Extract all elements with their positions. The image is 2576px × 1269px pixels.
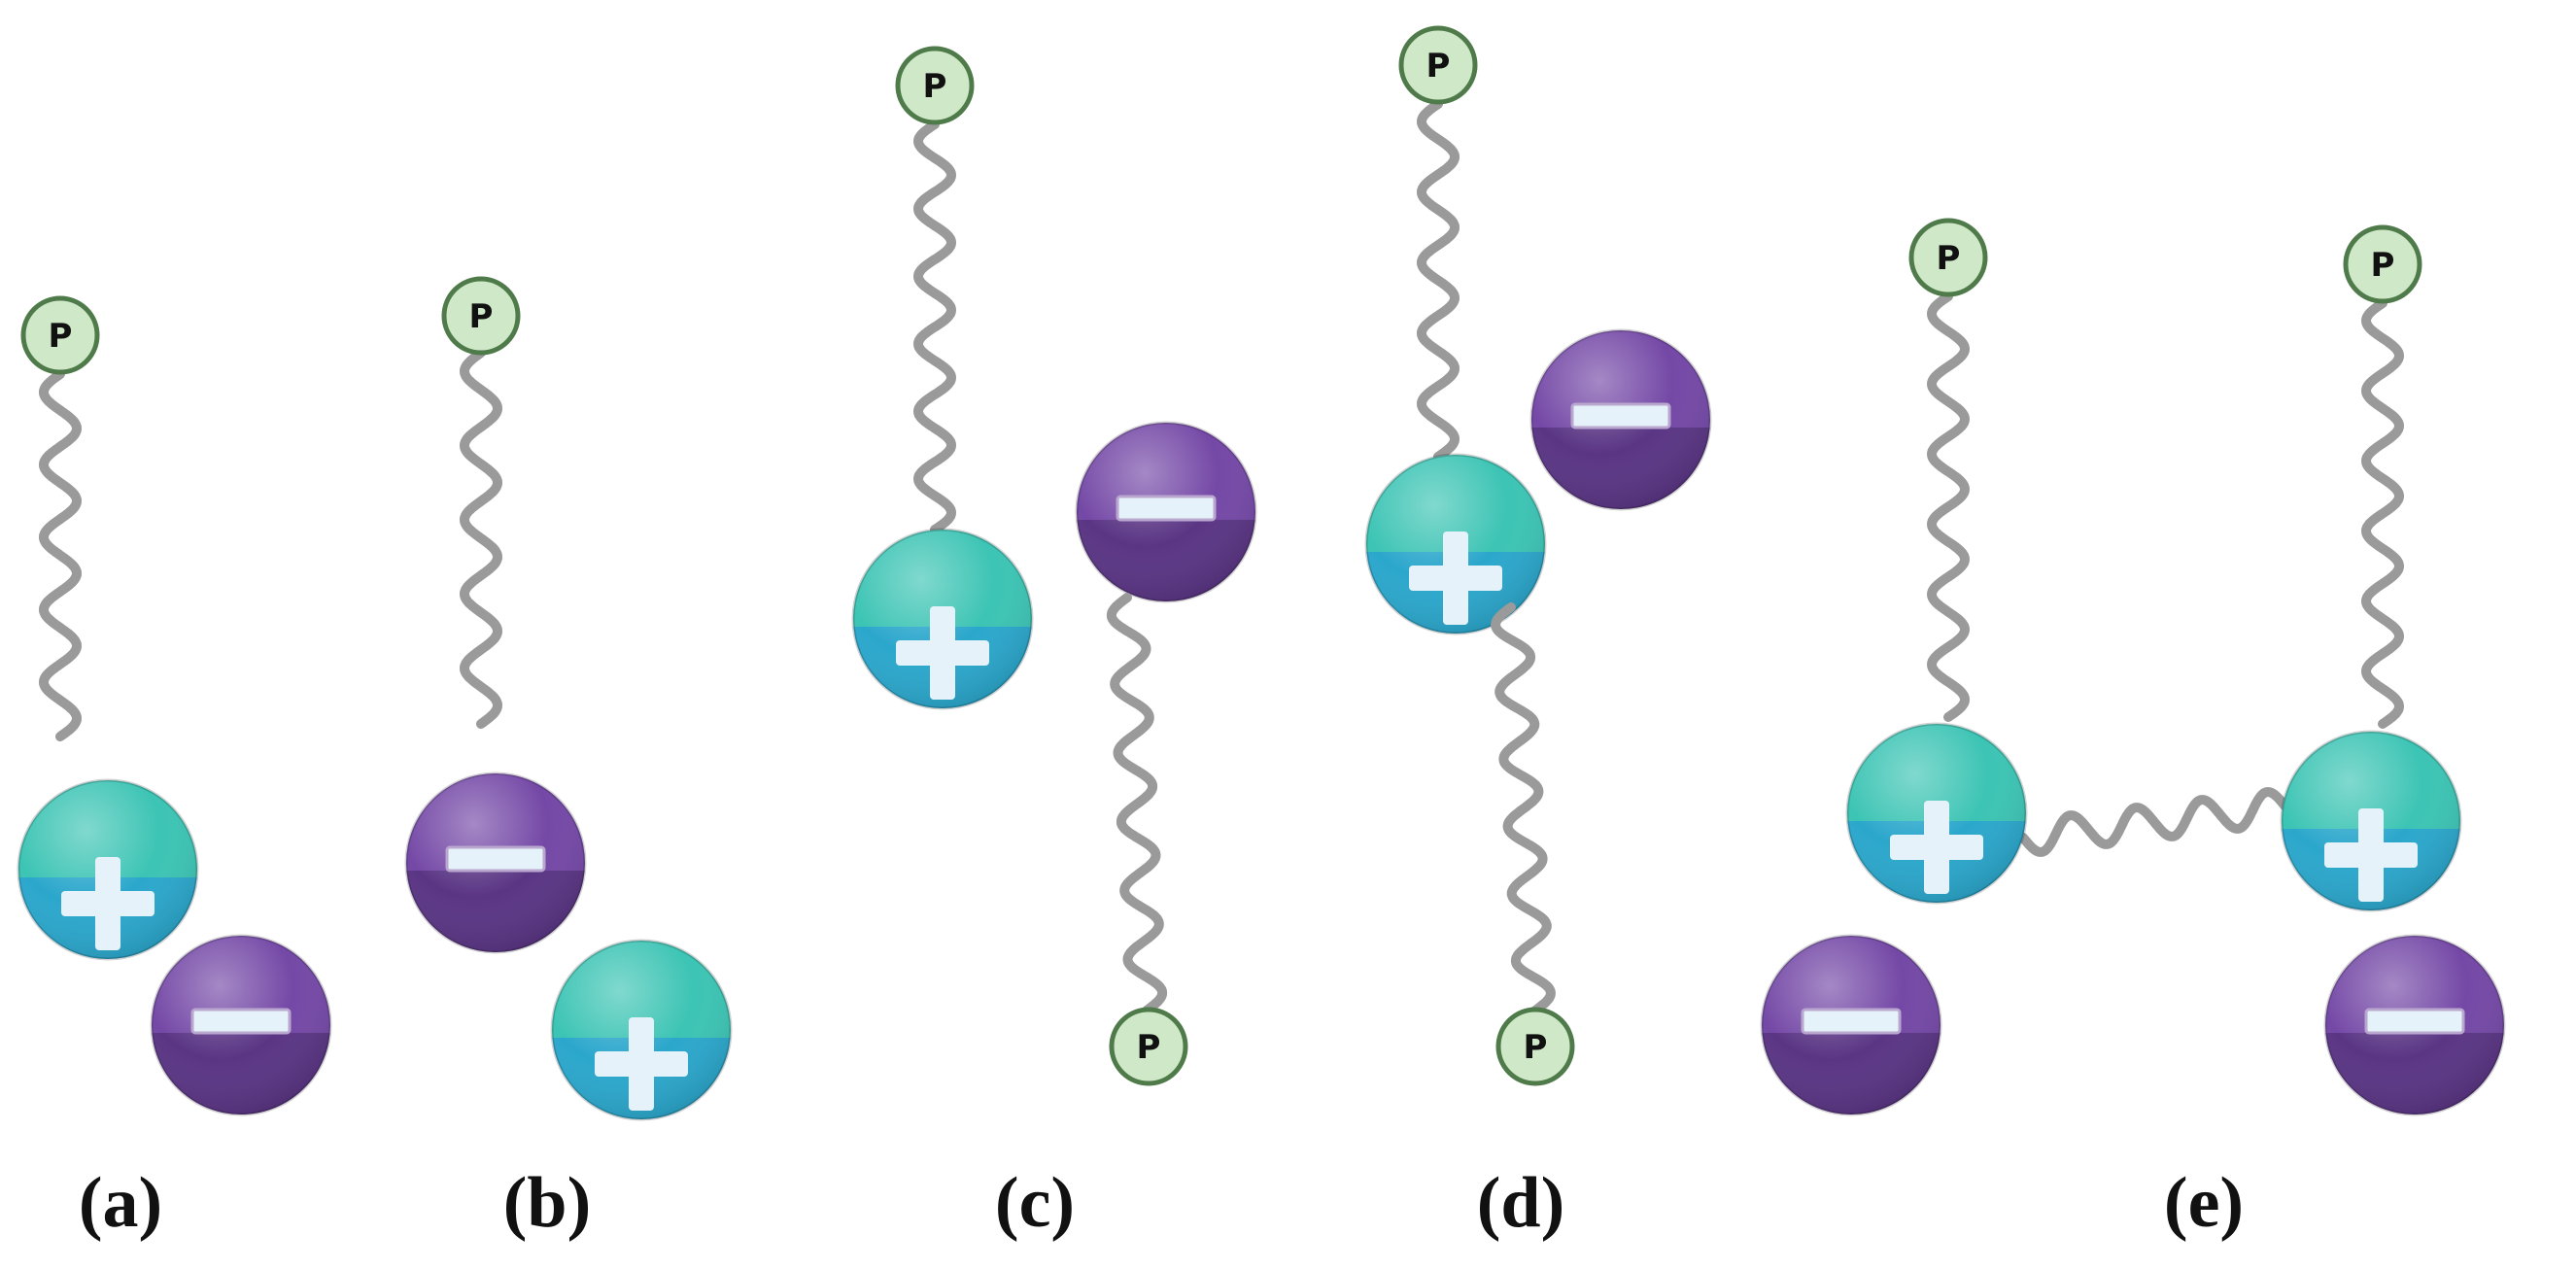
terminal-group: P xyxy=(1109,1007,1188,1086)
terminal-label: P xyxy=(1937,239,1961,278)
panel-c: P P (c) xyxy=(851,46,1257,1243)
cation-head xyxy=(1364,453,1547,635)
anion-head xyxy=(1075,421,1257,603)
tail-chain xyxy=(1926,292,1971,722)
tail-chain xyxy=(912,120,957,534)
terminal-label: P xyxy=(49,317,73,356)
panel-e: P P (e) xyxy=(1760,218,2506,1243)
anion-counterion xyxy=(1529,328,1712,511)
terminal-group: P xyxy=(20,295,100,375)
plus-sign-icon xyxy=(61,857,155,950)
minus-sign-icon xyxy=(1801,1008,1902,1035)
terminal-label: P xyxy=(469,297,494,336)
panel-a: P (a) xyxy=(17,295,332,1243)
panel-b: P (b) xyxy=(404,276,733,1243)
tail-chain xyxy=(1416,99,1460,462)
terminal-group: P xyxy=(2343,224,2422,304)
panel-label-e: (e) xyxy=(2164,1163,2244,1243)
terminal-label: P xyxy=(1524,1028,1548,1067)
panel-d: P P (d) xyxy=(1364,25,1712,1243)
minus-sign-icon xyxy=(1116,495,1217,522)
panel-label-d: (d) xyxy=(1477,1163,1564,1243)
tail-chain xyxy=(38,369,83,741)
minus-sign-icon xyxy=(2364,1008,2465,1035)
terminal-group: P xyxy=(895,46,975,125)
minus-sign-icon xyxy=(190,1008,292,1035)
minus-sign-icon xyxy=(1570,402,1671,429)
spacer-chain xyxy=(2018,787,2290,857)
anion-counterion xyxy=(150,934,332,1116)
tail-chain xyxy=(459,348,503,729)
plus-sign-icon xyxy=(1409,532,1502,625)
tail-chain xyxy=(1491,602,1556,1015)
terminal-group: P xyxy=(1398,25,1478,105)
terminal-group: P xyxy=(1495,1007,1575,1086)
anion-head xyxy=(404,772,587,954)
terminal-group: P xyxy=(441,276,521,356)
terminal-group: P xyxy=(1908,218,1988,297)
cation-head xyxy=(2280,730,2462,912)
terminal-label: P xyxy=(1137,1028,1161,1067)
anion-counterion xyxy=(1760,934,1942,1116)
plus-sign-icon xyxy=(595,1017,688,1111)
cation-head xyxy=(851,528,1034,710)
plus-sign-icon xyxy=(2324,808,2418,902)
plus-sign-icon xyxy=(1890,801,1983,894)
cation-head xyxy=(1845,722,2028,905)
tail-chain xyxy=(1106,593,1168,1015)
panel-label-a: (a) xyxy=(79,1163,162,1243)
panel-label-c: (c) xyxy=(995,1163,1075,1243)
terminal-label: P xyxy=(2371,246,2395,285)
terminal-label: P xyxy=(923,67,947,106)
cation-counterion xyxy=(550,939,733,1121)
cation-head xyxy=(17,778,199,961)
plus-sign-icon xyxy=(896,606,989,700)
panel-label-b: (b) xyxy=(503,1163,591,1243)
minus-sign-icon xyxy=(445,845,546,873)
terminal-label: P xyxy=(1426,47,1451,86)
tail-chain xyxy=(2360,298,2405,729)
anion-counterion xyxy=(2323,934,2506,1116)
